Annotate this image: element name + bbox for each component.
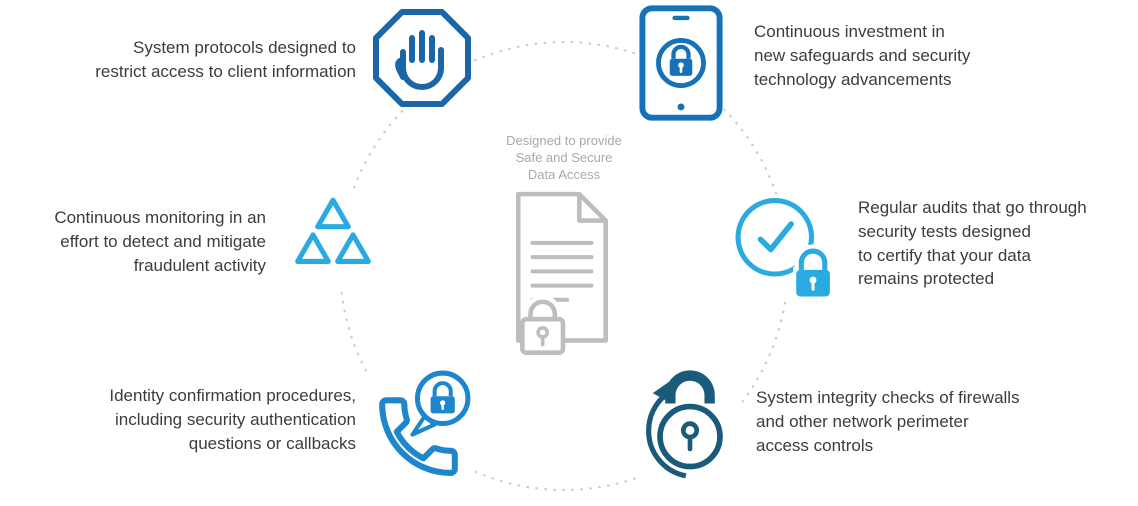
center-caption: Designed to provide Safe and Secure Data… (506, 133, 622, 182)
monitoring-triangles-icon (282, 190, 384, 292)
audit-check-lock-icon (734, 194, 836, 302)
label-restrict-access: System protocols designed to restrict ac… (95, 38, 356, 81)
document-icon (515, 191, 608, 355)
recycle-triangles-icon (295, 197, 371, 264)
stop-hand-icon (373, 9, 471, 107)
lock-refresh-icon-svg (646, 370, 723, 479)
phone-lock-bubble-icon (368, 364, 474, 480)
phone-icon (379, 370, 471, 476)
label-system-integrity: System integrity checks of firewalls and… (756, 388, 1020, 455)
tablet-icon (639, 5, 723, 121)
label-identity-confirmation: Identity confirmation procedures, includ… (109, 386, 356, 453)
secure-document-lock-icon (502, 190, 624, 368)
lock-refresh-icon (638, 358, 742, 482)
audit-check-icon (735, 198, 834, 300)
stop-hand-octagon-icon (372, 8, 472, 108)
tablet-lock-icon (638, 4, 724, 122)
label-continuous-investment: Continuous investment in new safeguards … (754, 22, 971, 89)
label-continuous-monitoring: Continuous monitoring in an effort to de… (54, 208, 266, 275)
label-regular-audits: Regular audits that go through security … (858, 198, 1087, 289)
